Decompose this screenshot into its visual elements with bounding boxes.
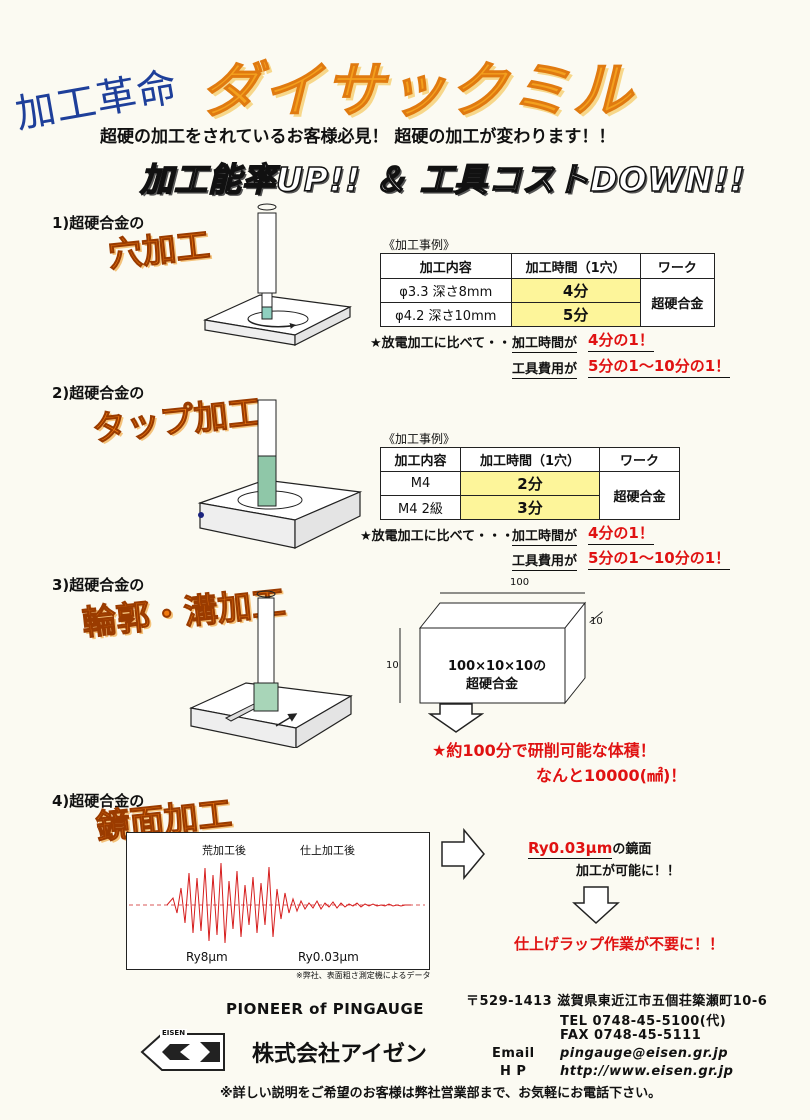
row-content: M4 2級	[380, 495, 461, 520]
section-3-number: 3)超硬合金の	[52, 576, 145, 594]
ry-before: Ry8μm	[186, 950, 228, 964]
section-1-case-label: 《加工事例》	[383, 238, 456, 252]
lead-text: 超硬の加工をされているお客様必見！ 超硬の加工が変わります！！	[100, 127, 616, 147]
after-label: 仕上加工後	[300, 844, 355, 857]
ry-after: Ry0.03μm	[298, 950, 359, 964]
section-1-time-value: 4分の1！	[588, 329, 654, 352]
website-link[interactable]: http://www.eisen.gr.jp	[560, 1064, 734, 1079]
before-label: 荒加工後	[202, 844, 246, 857]
roughness-chart-frame	[126, 832, 430, 970]
section-1-case-table: 加工内容 加工時間（1穴） ワーク φ3.3 深さ8mm 4分 超硬合金 φ4.…	[380, 253, 716, 327]
block-text-1: 100×10×10の	[448, 659, 547, 674]
measurement-note: ※弊社、表面粗さ測定機によるデータ	[296, 971, 431, 980]
tel: TEL 0748-45-5100(代)	[560, 1014, 727, 1029]
section-4-result: 仕上げラップ作業が不要に！！	[514, 935, 725, 953]
down-arrow-icon	[428, 703, 484, 733]
section-1-compare: ★放電加工に比べて・・・	[370, 336, 525, 351]
eisen-logo	[140, 1033, 225, 1071]
right-arrow-icon	[441, 828, 485, 880]
ry-result-value: Ry0.03μm	[528, 839, 613, 859]
section-2-time-label: 加工時間が	[512, 525, 578, 546]
section-3-result-2: なんと10000(㎟)！	[536, 766, 687, 785]
section-1-cost-label: 工具費用が	[512, 358, 578, 379]
work-material: 超硬合金	[639, 278, 716, 327]
eisen-logo-text: EISEN	[160, 1029, 188, 1037]
ry-result-tail: の鏡面	[612, 842, 652, 857]
section-2-time-value: 4分の1！	[588, 522, 654, 545]
header-work: ワーク	[599, 447, 680, 472]
row-content: φ3.3 深さ8mm	[380, 278, 512, 303]
drilling-illustration	[202, 203, 352, 346]
section-2-cost-label: 工具費用が	[512, 550, 578, 571]
row-time: 2分	[459, 471, 601, 496]
header-work: ワーク	[639, 253, 716, 279]
header-content: 加工内容	[380, 253, 512, 279]
section-2-compare: ★放電加工に比べて・・・	[360, 529, 515, 544]
section-1-number: 1)超硬合金の	[52, 214, 145, 232]
work-material: 超硬合金	[599, 471, 680, 520]
roughness-waveform	[129, 862, 425, 944]
header-time: 加工時間（1穴）	[459, 447, 601, 472]
pioneer-tagline: PIONEER of PINGAUGE	[226, 1000, 425, 1018]
block-dim-side: 10	[590, 616, 603, 627]
block-diagram	[399, 592, 603, 705]
row-time: 4分	[510, 278, 641, 303]
company-name: 株式会社アイゼン	[252, 1042, 427, 1067]
closing-note: ※詳しい説明をご希望のお客様は弊社営業部まで、お気軽にお電話下さい。	[220, 1086, 662, 1101]
hp-label: H P	[500, 1064, 527, 1079]
section-1-title: 穴加工	[106, 225, 213, 276]
ry-result: Ry0.03μmの鏡面	[528, 838, 652, 859]
ry-result-2: 加工が可能に！！	[576, 864, 681, 879]
block-text-2: 超硬合金	[466, 677, 519, 692]
block-dim-left: 10	[386, 660, 399, 671]
section-1-cost-value: 5分の1〜10分の1！	[588, 355, 731, 378]
section-4-number: 4)超硬合金の	[52, 792, 145, 810]
section-2-cost-value: 5分の1〜10分の1！	[588, 547, 731, 570]
row-time: 5分	[510, 302, 641, 327]
fax: FAX 0748-45-5111	[560, 1028, 702, 1043]
row-content: M4	[380, 471, 461, 496]
section-2-number: 2)超硬合金の	[52, 384, 145, 402]
tapping-illustration	[197, 399, 363, 549]
brand-name: ダイサックミル	[200, 56, 634, 127]
contouring-illustration	[189, 590, 353, 748]
header-time: 加工時間（1穴）	[510, 253, 641, 279]
section-2-case-table: 加工内容 加工時間（1穴） ワーク M4 2分 超硬合金 M4 2級 3分	[380, 447, 680, 520]
down-arrow-icon	[572, 886, 620, 925]
slogan: 加工能率UP!! ＆ 工具コストDOWN!!	[139, 159, 746, 200]
row-time: 3分	[459, 495, 601, 520]
email-link[interactable]: pingauge@eisen.gr.jp	[560, 1046, 729, 1061]
email-label: Email	[492, 1046, 535, 1061]
block-dim-top: 100	[510, 577, 530, 588]
section-1-time-label: 加工時間が	[512, 332, 578, 353]
row-content: φ4.2 深さ10mm	[380, 302, 512, 327]
section-3-result-1: ★約100分で研削可能な体積！	[432, 741, 656, 760]
header-content: 加工内容	[380, 447, 461, 472]
section-2-case-label: 《加工事例》	[383, 432, 456, 446]
postal-address: 〒529-1413 滋賀県東近江市五個荘簗瀬町10-6	[466, 994, 768, 1009]
